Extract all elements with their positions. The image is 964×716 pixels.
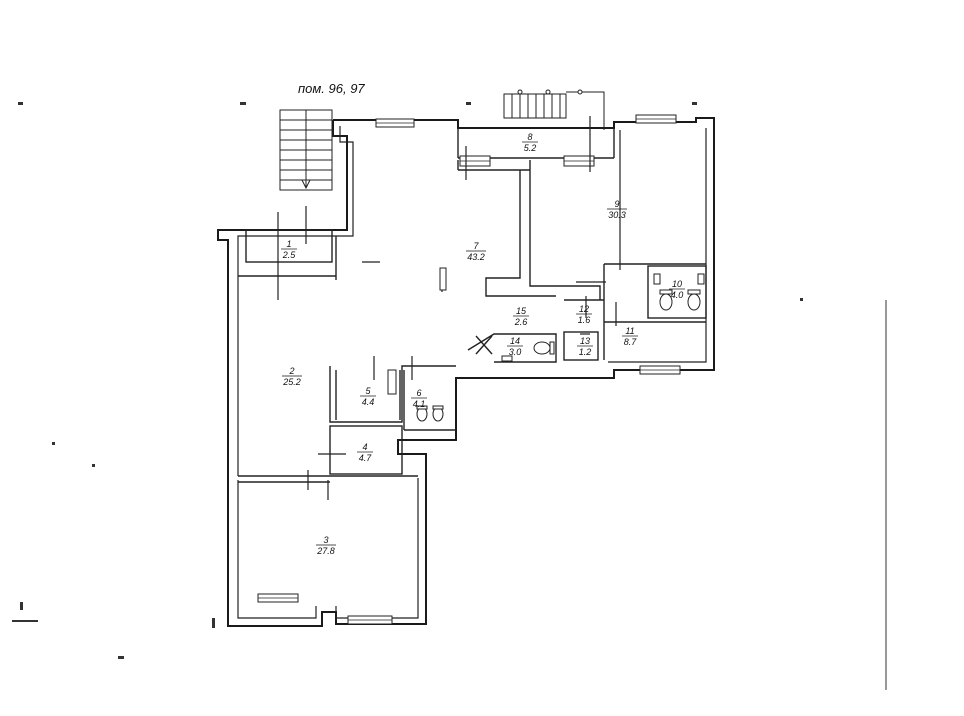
- room-label-15: 15 2.6: [513, 306, 529, 327]
- svg-text:30.3: 30.3: [608, 210, 626, 220]
- interior-walls: [238, 160, 707, 483]
- room-labels: 1 2.5 2 25.2 3 27.8 4 4.7 5 4.4 6 4.1: [281, 132, 685, 556]
- svg-text:43.2: 43.2: [467, 252, 485, 262]
- svg-text:15: 15: [516, 306, 527, 316]
- svg-text:8: 8: [527, 132, 532, 142]
- plan-title: пом. 96, 97: [298, 81, 365, 96]
- windows: [257, 114, 681, 625]
- svg-text:3.0: 3.0: [509, 347, 522, 357]
- svg-text:4.1: 4.1: [413, 399, 426, 409]
- room-label-12: 12 1.6: [576, 304, 592, 325]
- svg-text:2: 2: [288, 366, 294, 376]
- sanitary-fixtures: [387, 267, 705, 422]
- svg-text:2.6: 2.6: [514, 317, 528, 327]
- svg-text:7: 7: [473, 241, 479, 251]
- svg-text:4: 4: [362, 442, 367, 452]
- staircase-top: [503, 89, 605, 130]
- room-label-11: 11 8.7: [622, 326, 638, 347]
- svg-text:10: 10: [672, 279, 682, 289]
- scan-specks: [12, 102, 803, 659]
- svg-text:1.2: 1.2: [579, 347, 592, 357]
- svg-text:4.0: 4.0: [671, 290, 684, 300]
- svg-text:2.5: 2.5: [282, 250, 297, 260]
- staircase-left: [245, 109, 333, 263]
- room-label-5: 5 4.4: [360, 386, 376, 407]
- room-label-6: 6 4.1: [411, 388, 427, 409]
- room-label-14: 14 3.0: [507, 336, 523, 357]
- svg-text:5: 5: [365, 386, 371, 396]
- room-label-3: 3 27.8: [316, 535, 336, 556]
- svg-text:1: 1: [286, 239, 291, 249]
- svg-text:3: 3: [323, 535, 328, 545]
- svg-text:8.7: 8.7: [624, 337, 638, 347]
- svg-text:9: 9: [614, 199, 619, 209]
- room-label-10: 10 4.0: [669, 279, 685, 300]
- room-label-9: 9 30.3: [607, 199, 627, 220]
- svg-text:5.2: 5.2: [524, 143, 537, 153]
- svg-text:14: 14: [510, 336, 520, 346]
- svg-text:11: 11: [625, 326, 634, 336]
- room-label-13: 13 1.2: [577, 336, 593, 357]
- room-label-8: 8 5.2: [522, 132, 538, 153]
- svg-text:1.6: 1.6: [578, 315, 591, 325]
- svg-text:4.7: 4.7: [359, 453, 373, 463]
- svg-text:13: 13: [580, 336, 590, 346]
- room-label-2: 2 25.2: [282, 366, 302, 387]
- svg-text:4.4: 4.4: [362, 397, 375, 407]
- room-label-1: 1 2.5: [281, 239, 297, 260]
- room-label-4: 4 4.7: [357, 442, 373, 463]
- room-label-7: 7 43.2: [466, 241, 486, 262]
- svg-text:12: 12: [579, 304, 589, 314]
- doors: [277, 116, 617, 500]
- svg-text:25.2: 25.2: [282, 377, 301, 387]
- svg-text:6: 6: [416, 388, 421, 398]
- svg-text:27.8: 27.8: [316, 546, 335, 556]
